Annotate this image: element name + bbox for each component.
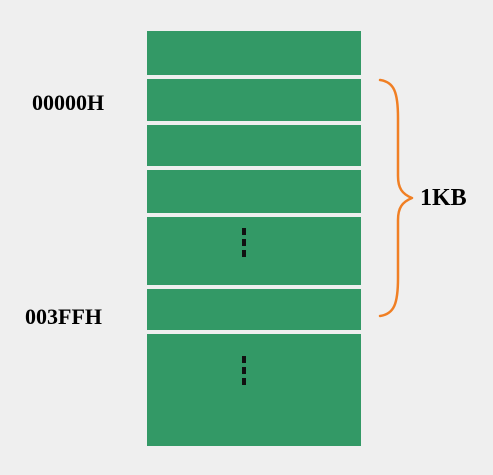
ellipsis-icon (242, 228, 246, 261)
ellipsis-icon (242, 356, 246, 389)
memory-cell-top (147, 31, 361, 75)
start-address-label: 00000H (32, 90, 105, 115)
memory-cell-ellipsis-2 (147, 334, 361, 446)
curly-brace-icon (378, 78, 414, 318)
end-address-label: 003FFH (25, 304, 102, 329)
size-label: 1KB (420, 185, 467, 211)
memory-cell-003FFH (147, 289, 361, 330)
memory-cell-ellipsis-1 (147, 217, 361, 285)
memory-cell-3 (147, 170, 361, 213)
memory-cell-00000H (147, 79, 361, 121)
memory-cell-2 (147, 125, 361, 166)
